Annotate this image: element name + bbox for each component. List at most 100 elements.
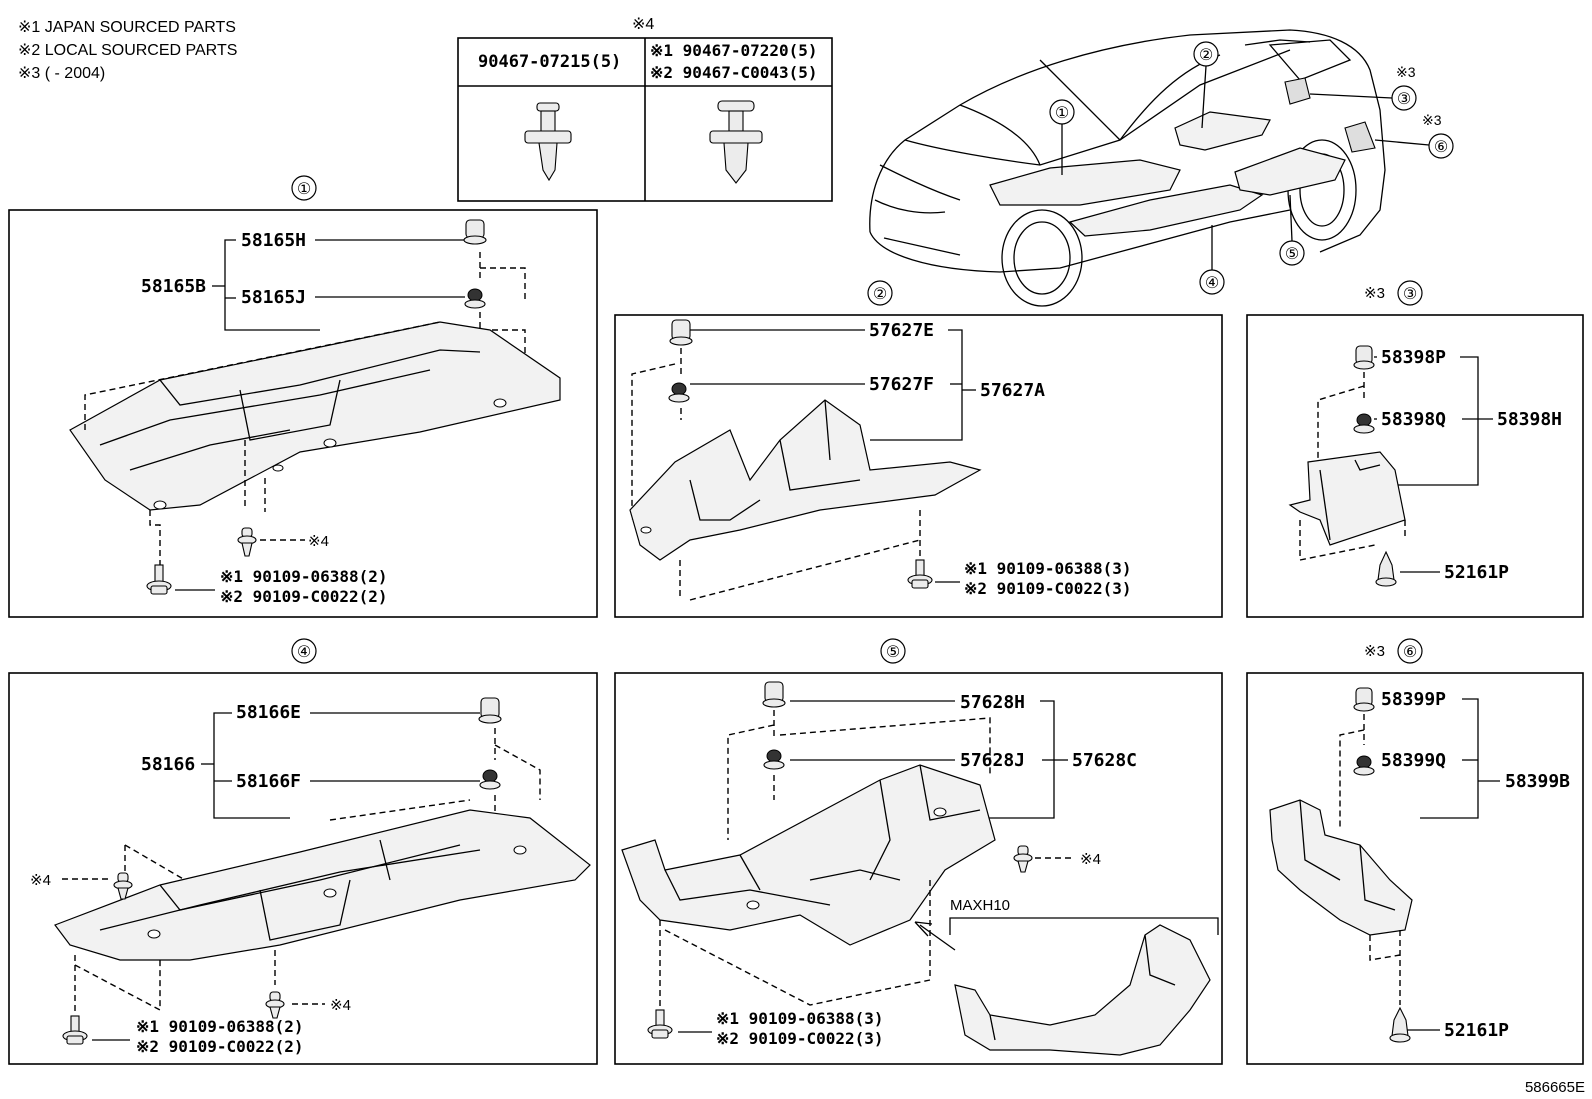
panel-6: ※3 ⑥ 58399P 58399Q 58399B 52161P <box>1246 638 1584 1065</box>
overview-callout-3: ③ ※3 <box>1309 64 1417 111</box>
vehicle-overview: ① ② ③ ※3 ④ ⑤ ⑥ ※3 <box>869 29 1454 307</box>
clip-4-left-icon <box>113 872 133 900</box>
panel-5-number: ⑤ <box>886 644 900 661</box>
bolt-panel-4-icon <box>62 1015 88 1045</box>
clip-58166F-icon <box>479 769 501 790</box>
overview-callout-4: ④ <box>1199 225 1225 295</box>
label-57628J: 57628J <box>960 750 1025 771</box>
bolt-panel-5-icon <box>647 1009 673 1039</box>
clip-57628J-icon <box>763 749 785 770</box>
clip-table: ※4 90467-07215(5) ※1 90467-07220(5) ※2 9… <box>457 16 833 202</box>
label-58165J: 58165J <box>241 287 306 308</box>
overview-mark-3a: ※3 <box>1396 64 1416 80</box>
clip-4-panel-5-icon <box>1013 845 1033 873</box>
bolt-panel-2-icon <box>907 559 933 589</box>
clip-part-number-2b: ※2 90467-C0043(5) <box>650 63 818 82</box>
panel-2: ② 57627E 57627F 57627A <box>614 280 1223 618</box>
clip-58399Q-icon <box>1353 755 1375 776</box>
clip-part-number-2a: ※1 90467-07220(5) <box>650 41 818 60</box>
panel-5-bolt-2: ※2 90109-C0022(3) <box>716 1029 884 1048</box>
overview-callout-1: ① <box>1049 99 1075 175</box>
panel-4-bolt-2: ※2 90109-C0022(2) <box>136 1037 304 1056</box>
splash-shield-3-icon <box>1288 451 1406 546</box>
label-57628H: 57628H <box>960 692 1025 713</box>
figure-id: 586665E <box>1525 1079 1585 1096</box>
panel-2-bolt-1: ※1 90109-06388(3) <box>964 559 1132 578</box>
panel-1-number: ① <box>297 181 311 198</box>
label-58166: 58166 <box>141 754 195 775</box>
label-58166F: 58166F <box>236 771 301 792</box>
clip-58399P-icon <box>1353 687 1375 712</box>
clip-58166E-icon <box>478 697 502 724</box>
label-57627E: 57627E <box>869 320 934 341</box>
svg-text:⑥: ⑥ <box>1434 139 1448 156</box>
clip-4-bottom-icon <box>265 991 285 1019</box>
panel-5: ⑤ 57628H 57628J 57628C <box>614 638 1223 1065</box>
clip-52161P-icon <box>1375 550 1397 587</box>
clip-57628H-icon <box>762 681 786 708</box>
label-52161P: 52161P <box>1444 562 1509 583</box>
bolt-panel-1-icon <box>146 564 172 595</box>
label-58398P: 58398P <box>1381 347 1446 368</box>
svg-text:②: ② <box>1199 47 1213 64</box>
svg-text:①: ① <box>1055 105 1069 122</box>
clip-a-icon <box>524 102 572 182</box>
panel-3-mark: ※3 <box>1364 285 1385 302</box>
panel-1-frame <box>8 209 598 618</box>
clip-4-icon <box>237 527 257 557</box>
clip-58398P-icon <box>1353 345 1375 370</box>
panel-6-mark: ※3 <box>1364 643 1385 660</box>
engine-undercover-4-icon <box>54 809 591 961</box>
label-58398Q: 58398Q <box>1381 409 1446 430</box>
svg-text:③: ③ <box>1397 91 1411 108</box>
clip-58398Q-icon <box>1353 413 1375 434</box>
legend-local-sourced: ※2 LOCAL SOURCED PARTS <box>18 42 237 59</box>
splash-shield-6-icon <box>1269 799 1413 936</box>
panel-4-clip-mark-left: ※4 <box>30 872 51 889</box>
panel-1: ① 58165H 58165B 58165J <box>8 175 598 618</box>
panel-6-frame <box>1246 672 1584 1065</box>
variant-undercover-icon <box>954 924 1211 1056</box>
panel-2-bolt-2: ※2 90109-C0022(3) <box>964 579 1132 598</box>
panel-5-bolt-1: ※1 90109-06388(3) <box>716 1009 884 1028</box>
panel-1-bolt-2: ※2 90109-C0022(2) <box>220 587 388 606</box>
overview-callout-5: ⑤ <box>1279 194 1305 266</box>
clip-58165H-icon <box>463 219 487 245</box>
panel-3-frame <box>1246 314 1584 618</box>
clip-57627E-icon <box>669 319 693 346</box>
label-57627A: 57627A <box>980 380 1045 401</box>
panel-4-number: ④ <box>297 644 311 661</box>
label-58398H: 58398H <box>1497 409 1562 430</box>
panel-6-number: ⑥ <box>1403 644 1417 661</box>
rear-undercover-5-icon <box>621 764 996 946</box>
label-57627F: 57627F <box>869 374 934 395</box>
panel-3-number: ③ <box>1403 286 1417 303</box>
svg-text:④: ④ <box>1205 275 1219 292</box>
panel-4-bolt-1: ※1 90109-06388(2) <box>136 1017 304 1036</box>
clip-part-number-1: 90467-07215(5) <box>478 52 621 72</box>
label-52161P-b: 52161P <box>1444 1020 1509 1041</box>
clip-57627F-icon <box>668 382 690 403</box>
label-57628C: 57628C <box>1072 750 1137 771</box>
panel-5-frame <box>614 672 1223 1065</box>
panel-2-number: ② <box>873 286 887 303</box>
legend-date-range: ※3 ( - 2004) <box>18 65 105 82</box>
label-58399B: 58399B <box>1505 771 1570 792</box>
label-58399P: 58399P <box>1381 689 1446 710</box>
clip-52161P-b-icon <box>1389 1006 1411 1043</box>
panel-4-clip-mark-bottom: ※4 <box>330 997 351 1014</box>
clip-58165J-icon <box>464 288 486 309</box>
overview-callout-2: ② <box>1193 41 1219 129</box>
label-58399Q: 58399Q <box>1381 750 1446 771</box>
engine-undercover-1-icon <box>69 321 561 511</box>
overview-callout-6: ⑥ ※3 <box>1374 112 1454 159</box>
variant-label: MAXH10 <box>950 897 1010 914</box>
clip-b-icon <box>709 100 763 184</box>
panel-3: ※3 ③ 58398P 58398Q 58398H 52161P <box>1246 280 1584 618</box>
panel-4: ④ 58166E 58166 58166F <box>8 638 598 1065</box>
panel-1-clip-mark: ※4 <box>308 533 329 550</box>
panel-2-frame <box>614 314 1223 618</box>
panel-1-bolt-1: ※1 90109-06388(2) <box>220 567 388 586</box>
overview-mark-3b: ※3 <box>1422 112 1442 128</box>
